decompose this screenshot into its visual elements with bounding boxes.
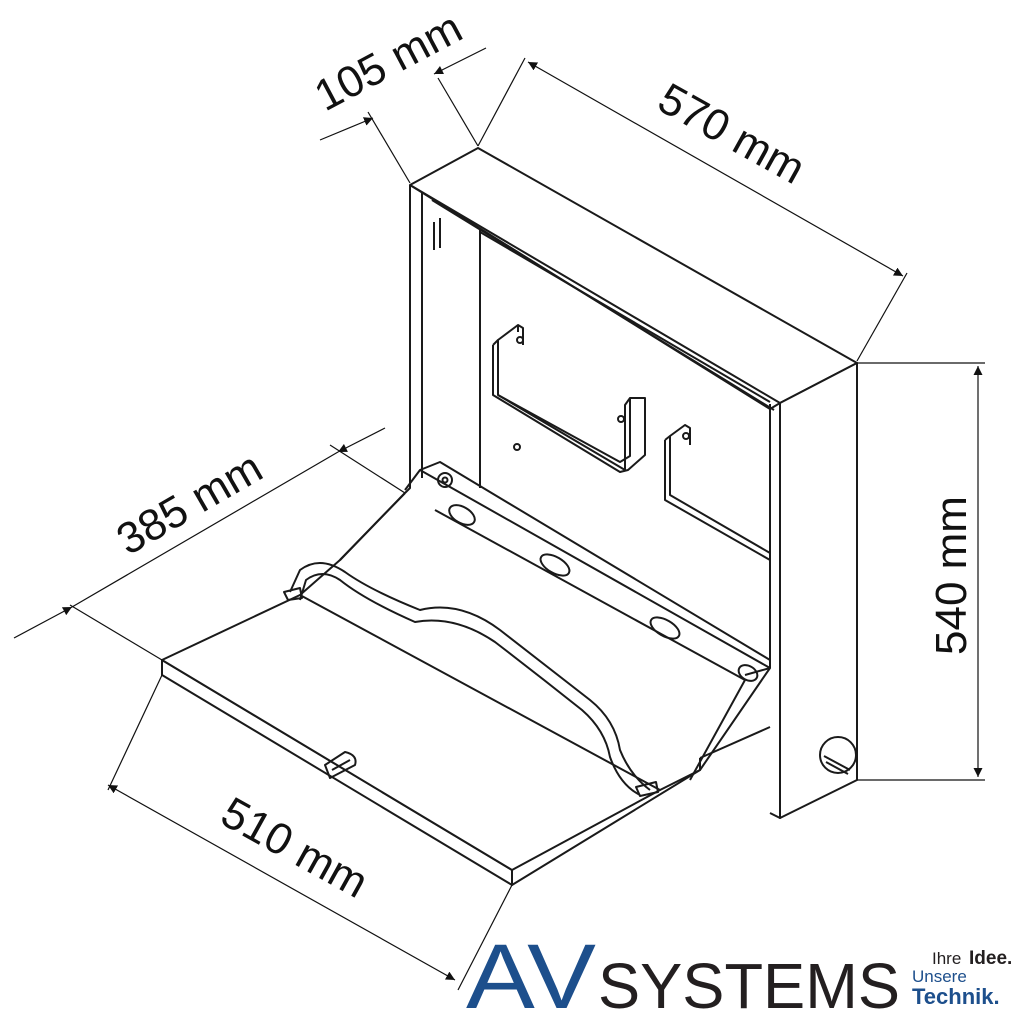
dimension-depth-label: 105 mm [307,3,470,121]
cabinet [161,147,858,886]
dimension-width-label: 570 mm [650,74,813,194]
dimension-height-label: 540 mm [927,496,976,655]
logo-tag-technik: Technik. [912,984,1000,1009]
logo-tag-ihre: Ihre [932,949,961,968]
logo-tag-idee: Idee. [969,948,1012,969]
dimension-tray-depth-label: 385 mm [109,443,271,565]
av-systems-logo: AV SYSTEMS Ihre Idee. Unsere Technik. [466,926,1012,1016]
logo-av-text: AV [466,926,596,1016]
logo-systems-text: SYSTEMS [598,950,900,1016]
logo-tag-unsere: Unsere [912,967,967,986]
dimension-lines [13,47,985,991]
